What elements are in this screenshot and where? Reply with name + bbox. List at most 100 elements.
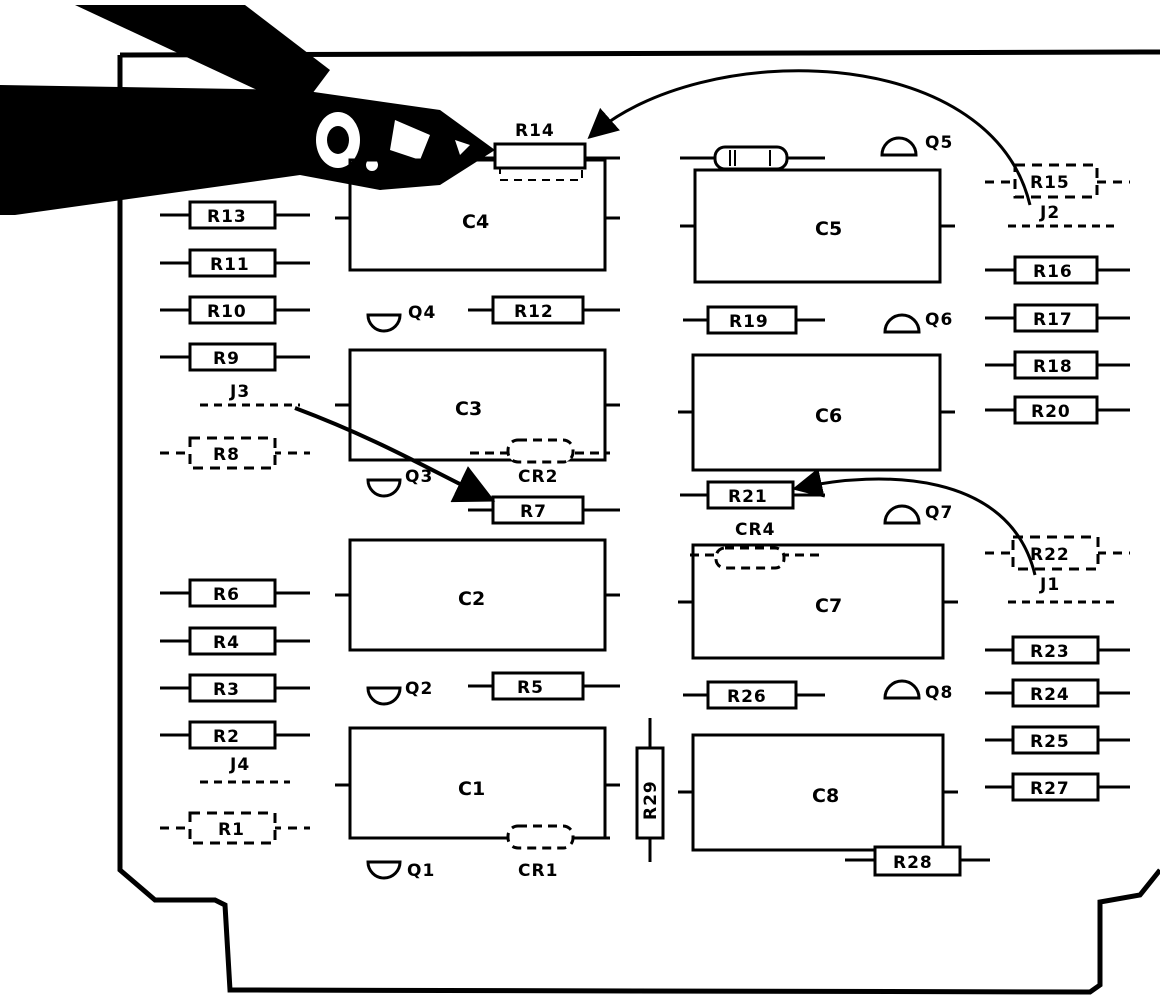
r29-label: R29 bbox=[641, 780, 661, 820]
c4-label: C4 bbox=[462, 211, 489, 233]
resistor-r4: R4 bbox=[160, 626, 310, 656]
r6-label: R6 bbox=[213, 585, 240, 605]
transistor-q3: Q3 bbox=[366, 467, 433, 498]
j3-label: J3 bbox=[229, 382, 250, 402]
transistor-q4: Q4 bbox=[366, 303, 435, 333]
transistor-q7: Q7 bbox=[883, 503, 953, 525]
diode-top-center bbox=[680, 145, 825, 171]
resistor-r28: R28 bbox=[845, 845, 990, 877]
r25-label: R25 bbox=[1030, 732, 1070, 752]
resistor-r20: R20 bbox=[985, 395, 1130, 425]
q6-label: Q6 bbox=[925, 310, 953, 330]
transistor-q8: Q8 bbox=[883, 679, 953, 703]
diode-cr4: CR4 bbox=[690, 520, 825, 570]
resistor-r18: R18 bbox=[985, 350, 1130, 380]
resistor-r19: R19 bbox=[683, 305, 825, 335]
resistor-r24: R24 bbox=[985, 678, 1130, 708]
c7-label: C7 bbox=[815, 595, 842, 617]
resistor-r25: R25 bbox=[985, 725, 1130, 755]
r18-label: R18 bbox=[1033, 357, 1073, 377]
r20-label: R20 bbox=[1031, 402, 1071, 422]
transistor-q5: Q5 bbox=[880, 133, 953, 157]
resistor-r10: R10 bbox=[160, 295, 310, 325]
j4-label: J4 bbox=[229, 755, 250, 775]
resistor-r29: R29 bbox=[635, 718, 665, 862]
resistor-r7: R7 bbox=[468, 495, 620, 525]
c6-label: C6 bbox=[815, 405, 842, 427]
resistor-r9: R9 bbox=[160, 342, 310, 372]
resistor-r22: R22 bbox=[985, 535, 1130, 571]
r13-label: R13 bbox=[207, 207, 247, 227]
r23-label: R23 bbox=[1030, 642, 1070, 662]
r17-label: R17 bbox=[1033, 310, 1073, 330]
capacitor-c2: C2 bbox=[335, 538, 620, 652]
q2-label: Q2 bbox=[405, 679, 433, 699]
q1-label: Q1 bbox=[407, 861, 435, 881]
c8-label: C8 bbox=[812, 785, 839, 807]
r26-label: R26 bbox=[727, 687, 767, 707]
cr1-label: CR1 bbox=[518, 861, 558, 881]
r12-label: R12 bbox=[514, 302, 554, 322]
resistor-r8: R8 bbox=[160, 436, 310, 470]
resistor-r15: R15 bbox=[985, 163, 1130, 199]
resistor-r2: R2 bbox=[160, 720, 310, 750]
r15-label: R15 bbox=[1030, 173, 1070, 193]
c5-label: C5 bbox=[815, 218, 842, 240]
diode-cr2: CR2 bbox=[470, 438, 610, 487]
transistor-q2: Q2 bbox=[366, 679, 433, 706]
cr2-label: CR2 bbox=[518, 467, 558, 487]
resistor-r12: R12 bbox=[468, 295, 620, 325]
diode-cr1: CR1 bbox=[500, 824, 610, 881]
capacitor-c1: C1 bbox=[335, 726, 620, 840]
resistor-r23: R23 bbox=[985, 635, 1130, 665]
r22-label: R22 bbox=[1030, 545, 1070, 565]
capacitor-c6: C6 bbox=[678, 353, 955, 472]
jumper-j1: J1 bbox=[1008, 575, 1120, 604]
r1-label: R1 bbox=[218, 820, 245, 840]
r24-label: R24 bbox=[1030, 685, 1070, 705]
r14-label: R14 bbox=[515, 121, 555, 141]
j2-label: J2 bbox=[1039, 203, 1060, 223]
capacitor-c7: C7 bbox=[678, 543, 958, 660]
jumper-j4: J4 bbox=[200, 755, 290, 784]
r3-label: R3 bbox=[213, 680, 240, 700]
q5-label: Q5 bbox=[925, 133, 953, 153]
capacitor-c8: C8 bbox=[678, 733, 958, 852]
r28-label: R28 bbox=[893, 853, 933, 873]
r2-label: R2 bbox=[213, 727, 240, 747]
capacitor-c3: C3 bbox=[335, 348, 620, 462]
resistor-r6: R6 bbox=[160, 578, 310, 608]
transistor-q6: Q6 bbox=[883, 310, 953, 334]
resistor-r1: R1 bbox=[160, 811, 310, 845]
r8-label: R8 bbox=[213, 445, 240, 465]
resistor-r27: R27 bbox=[985, 772, 1130, 802]
r9-label: R9 bbox=[213, 349, 240, 369]
q7-label: Q7 bbox=[925, 503, 953, 523]
r5-label: R5 bbox=[517, 678, 544, 698]
resistor-r11: R11 bbox=[160, 248, 310, 278]
r19-label: R19 bbox=[729, 312, 769, 332]
q3-label: Q3 bbox=[405, 467, 433, 487]
r16-label: R16 bbox=[1033, 262, 1073, 282]
cr4-label: CR4 bbox=[735, 520, 775, 540]
transistor-q1: Q1 bbox=[366, 860, 435, 881]
curved-arrow-icon bbox=[294, 69, 1037, 576]
r10-label: R10 bbox=[207, 302, 247, 322]
c1-label: C1 bbox=[458, 778, 485, 800]
resistor-r5: R5 bbox=[468, 671, 620, 701]
resistor-r14: R14 bbox=[470, 121, 620, 181]
resistor-r3: R3 bbox=[160, 673, 310, 703]
r4-label: R4 bbox=[213, 633, 240, 653]
q8-label: Q8 bbox=[925, 683, 953, 703]
c2-label: C2 bbox=[458, 588, 485, 610]
r11-label: R11 bbox=[210, 255, 250, 275]
capacitor-c4: C4 bbox=[335, 158, 620, 272]
r27-label: R27 bbox=[1030, 779, 1070, 799]
c3-label: C3 bbox=[455, 398, 482, 420]
r7-label: R7 bbox=[520, 502, 547, 522]
capacitor-c5: C5 bbox=[680, 168, 955, 284]
j1-label: J1 bbox=[1039, 575, 1060, 595]
resistor-r16: R16 bbox=[985, 255, 1130, 285]
cutter-pliers-icon bbox=[0, 5, 495, 215]
